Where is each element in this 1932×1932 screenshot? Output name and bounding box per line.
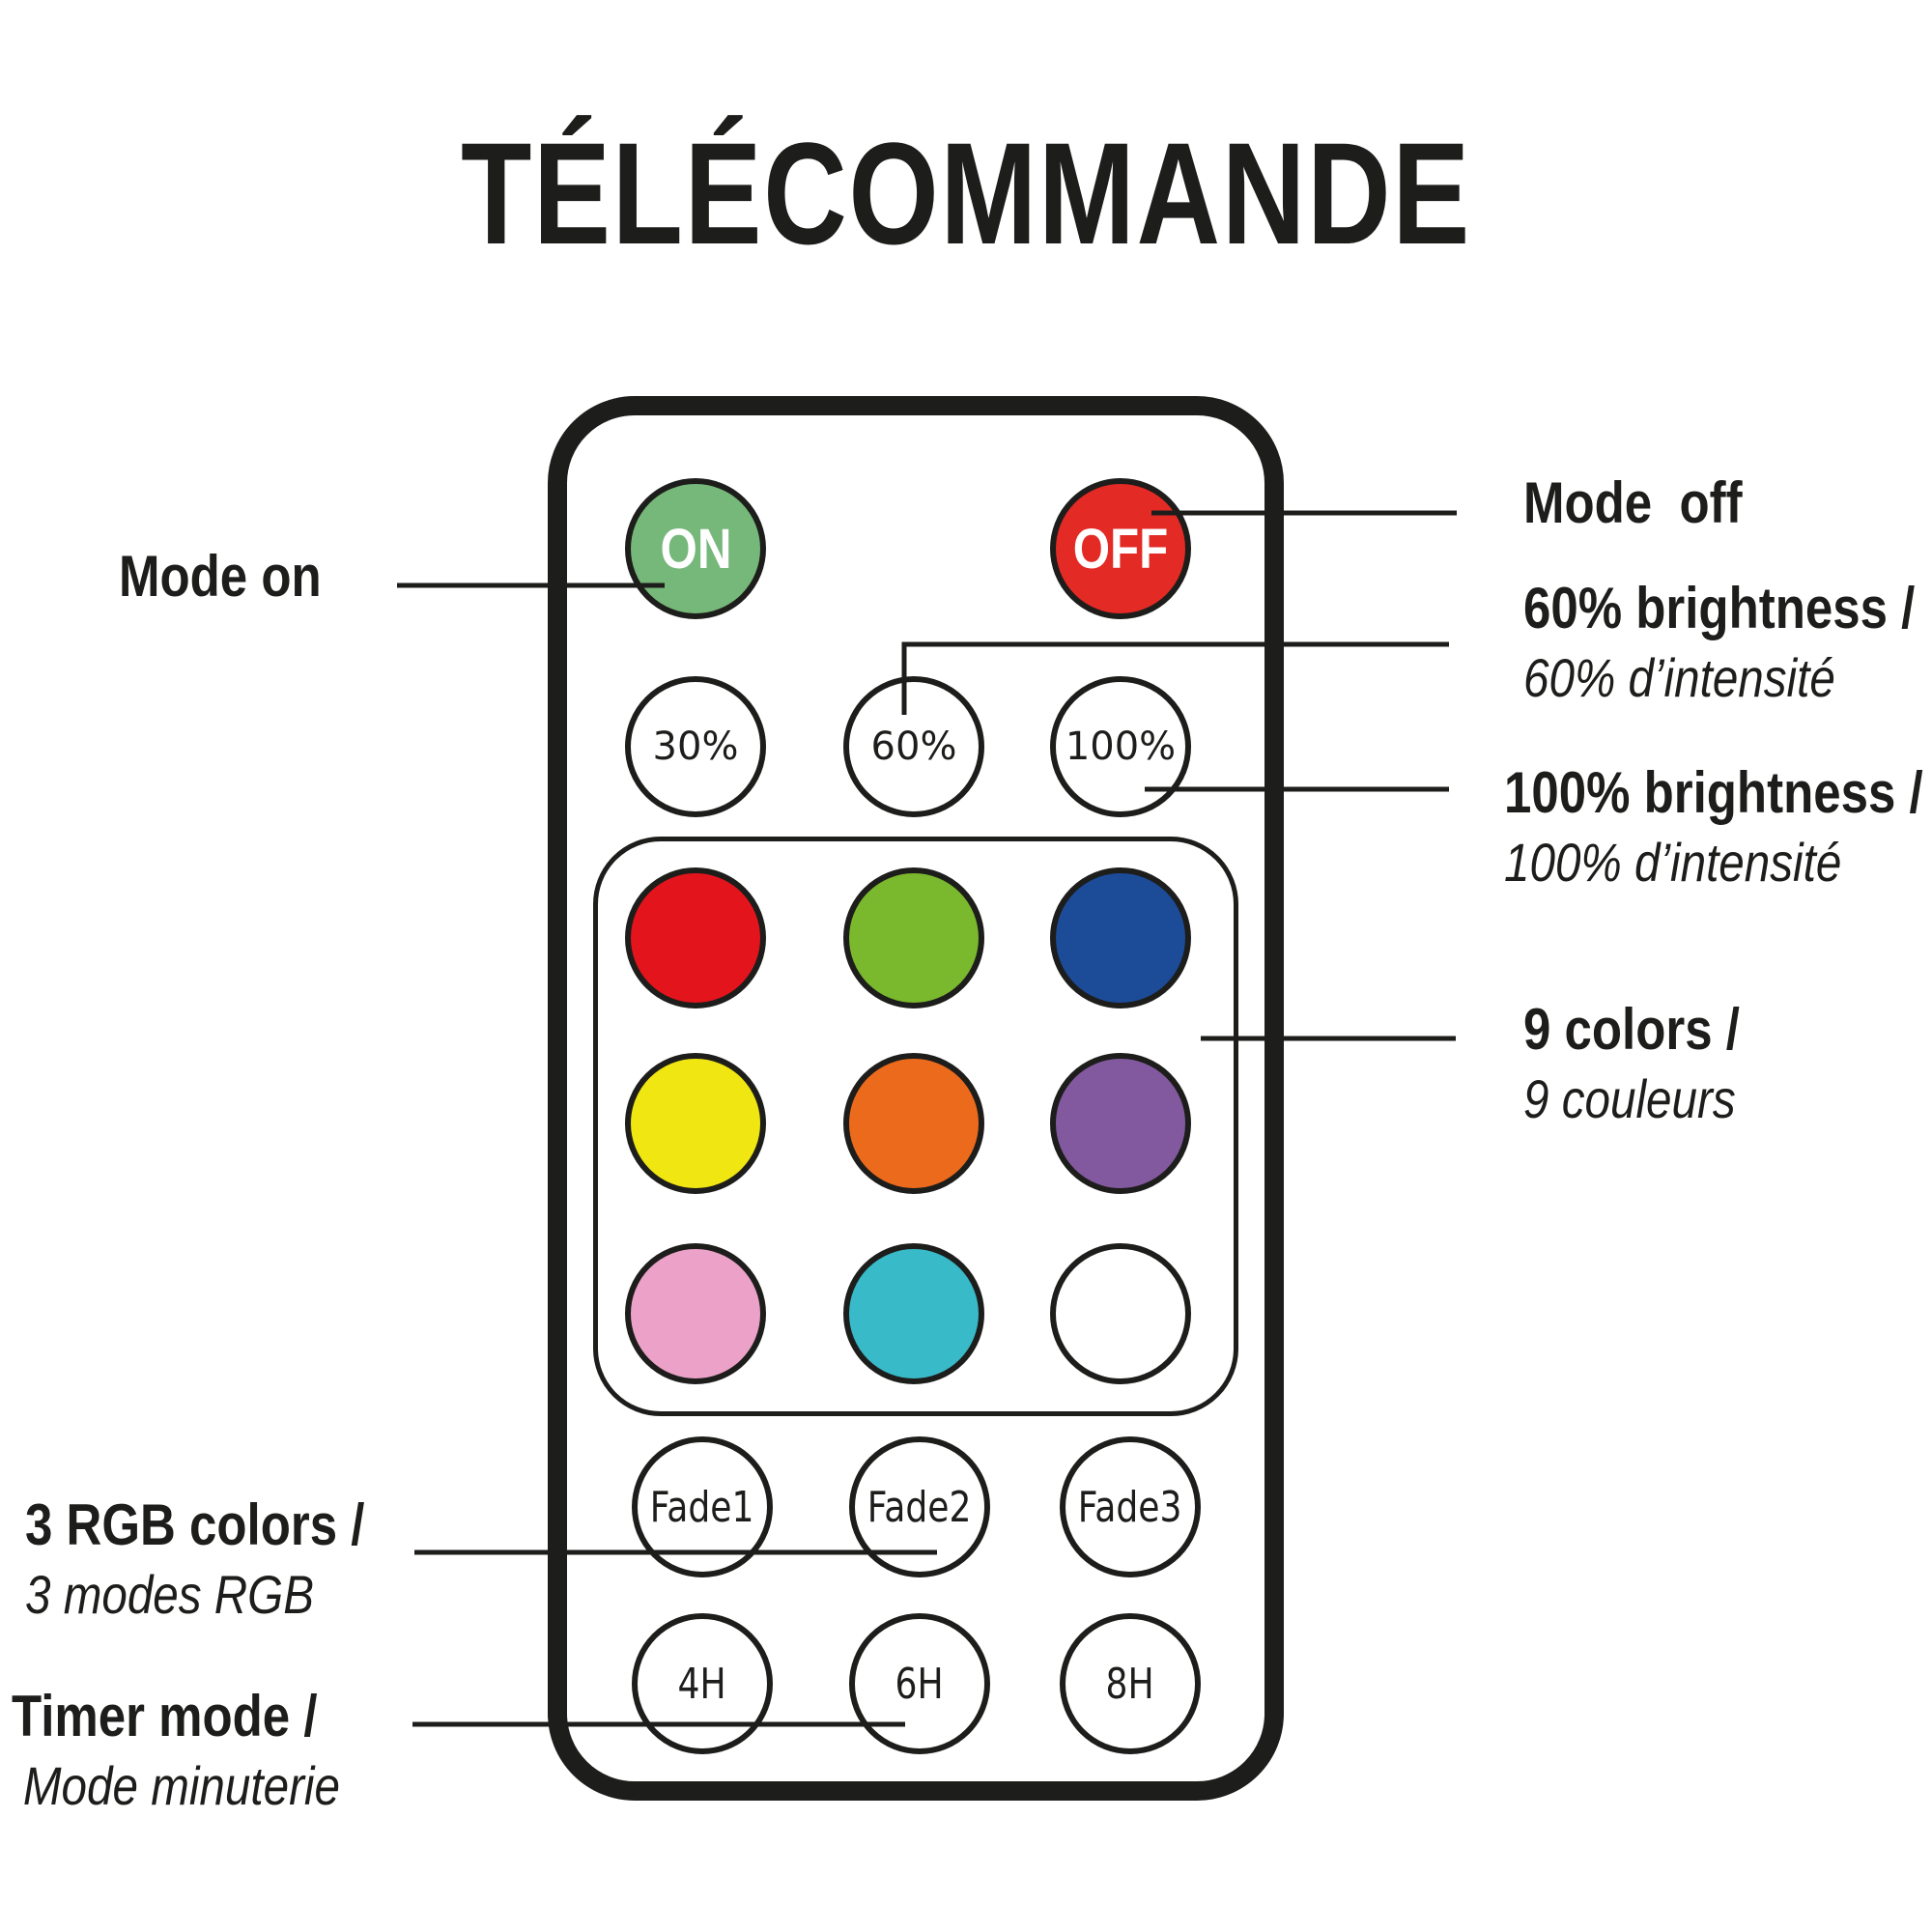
timer-4h-button[interactable]: 4H <box>632 1613 773 1754</box>
color-button-yellow[interactable] <box>625 1053 766 1194</box>
label-mode-off-en: Mode off <box>1523 470 1743 535</box>
brightness-100-button[interactable]: 100% <box>1050 676 1191 817</box>
label-b60-en: 60% brightness / <box>1523 576 1916 640</box>
color-button-white[interactable] <box>1050 1243 1191 1384</box>
label-b60-fr: 60% d’intensité <box>1523 647 1835 708</box>
brightness-30-label: 30% <box>652 724 739 769</box>
page-title: TÉLÉCOMMANDE <box>461 112 1471 274</box>
fade1-button[interactable]: Fade1 <box>632 1436 773 1577</box>
label-mode-on: Mode on <box>119 542 357 611</box>
label-rgb-en: 3 RGB colors / <box>25 1492 365 1557</box>
brightness-30-button[interactable]: 30% <box>625 676 766 817</box>
color-button-blue[interactable] <box>1050 867 1191 1009</box>
fade1-label: Fade1 <box>650 1482 754 1532</box>
brightness-60-label: 60% <box>870 724 957 769</box>
fade3-label: Fade3 <box>1078 1482 1182 1532</box>
label-mode-off: Mode off <box>1523 469 1781 538</box>
timer-6h-button[interactable]: 6H <box>849 1613 990 1754</box>
label-brightness-60: 60% brightness / 60% d’intensité <box>1523 574 1932 713</box>
color-buttons-group <box>593 837 1238 1416</box>
color-button-cyan[interactable] <box>843 1243 984 1384</box>
timer-8h-button[interactable]: 8H <box>1060 1613 1201 1754</box>
brightness-60-button[interactable]: 60% <box>843 676 984 817</box>
fade2-label: Fade2 <box>867 1482 972 1532</box>
label-timer-fr: Mode minuterie <box>22 1755 340 1816</box>
label-colors: 9 colors / 9 couleurs <box>1523 995 1777 1134</box>
timer-4h-label: 4H <box>677 1659 727 1709</box>
color-button-purple[interactable] <box>1050 1053 1191 1194</box>
label-rgb-fr: 3 modes RGB <box>25 1564 314 1625</box>
timer-6h-label: 6H <box>895 1659 945 1709</box>
remote-control-body <box>548 396 1284 1801</box>
brightness-100-label: 100% <box>1065 724 1177 769</box>
fade3-button[interactable]: Fade3 <box>1060 1436 1201 1577</box>
label-mode-on-en: Mode on <box>119 544 322 609</box>
color-button-red[interactable] <box>625 867 766 1009</box>
on-button-label: ON <box>660 517 731 581</box>
off-button[interactable]: OFF <box>1050 478 1191 619</box>
label-b100-en: 100% brightness / <box>1504 760 1923 825</box>
label-colors-en: 9 colors / <box>1523 997 1740 1062</box>
color-button-pink[interactable] <box>625 1243 766 1384</box>
label-brightness-100: 100% brightness / 100% d’intensité <box>1504 758 1932 897</box>
label-timer: Timer mode / Mode minuterie <box>12 1682 398 1821</box>
on-button[interactable]: ON <box>625 478 766 619</box>
label-timer-en: Timer mode / <box>12 1684 318 1748</box>
fade2-button[interactable]: Fade2 <box>849 1436 990 1577</box>
color-button-orange[interactable] <box>843 1053 984 1194</box>
color-button-green[interactable] <box>843 867 984 1009</box>
label-rgb: 3 RGB colors / 3 modes RGB <box>25 1491 424 1630</box>
label-colors-fr: 9 couleurs <box>1523 1068 1736 1129</box>
timer-8h-label: 8H <box>1105 1659 1155 1709</box>
off-button-label: OFF <box>1072 517 1169 581</box>
label-b100-fr: 100% d’intensité <box>1504 832 1842 893</box>
